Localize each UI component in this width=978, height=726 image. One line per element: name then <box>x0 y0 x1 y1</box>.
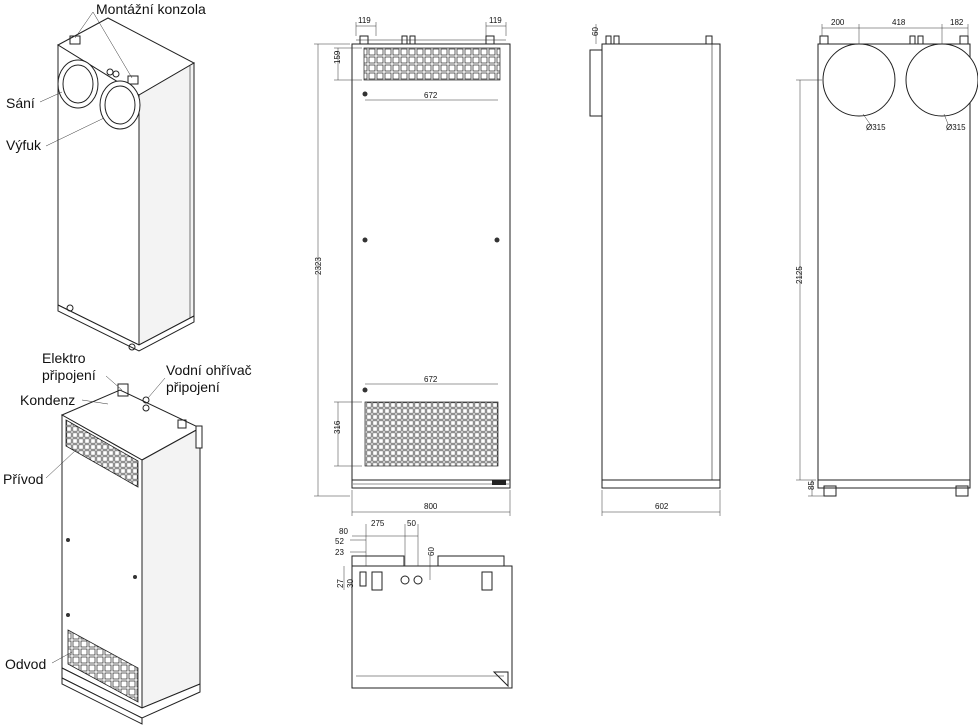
mounting-bracket-2 <box>127 75 139 85</box>
top-body <box>351 565 513 689</box>
iso1-plinth <box>57 304 195 352</box>
intake-spigot <box>57 59 99 109</box>
dim-front-height: 2323 <box>314 257 323 275</box>
front-bottom-grille <box>364 401 499 467</box>
leader-konzola-1 <box>74 11 94 39</box>
top-spigot-left <box>351 555 405 567</box>
label-odvod: Odvod <box>5 656 46 672</box>
dim-back-left: 200 <box>831 18 845 27</box>
side-spigot <box>589 49 603 117</box>
iso2-right-face <box>141 427 201 709</box>
bracket-3 <box>177 419 187 429</box>
dim-front-top-right: 119 <box>489 16 502 25</box>
label-vyfuk: Výfuk <box>6 137 42 153</box>
back-body <box>817 43 971 481</box>
top-connector-2 <box>413 575 423 585</box>
dim-top-27: 27 <box>336 579 345 588</box>
back-duct-right <box>905 43 978 117</box>
dim-top-50: 50 <box>407 519 416 528</box>
label-kondenz: Kondenz <box>20 392 75 408</box>
dim-front-top-left: 119 <box>358 16 371 25</box>
dim-front-width: 800 <box>424 502 438 511</box>
water-heater-connector-2 <box>142 404 150 412</box>
dim-back-height: 2125 <box>795 266 804 284</box>
dim-side-depth: 602 <box>655 502 669 511</box>
label-vodni-1: Vodní ohřívač <box>166 362 252 378</box>
label-vodni-2: připojení <box>166 379 220 395</box>
dim-back-diam-right: Ø315 <box>946 123 966 132</box>
leader-odvod <box>51 651 73 664</box>
leader-kondenz <box>81 399 109 405</box>
dim-front-span-bottom: 672 <box>424 375 438 384</box>
label-elektro-1: Elektro <box>42 350 86 366</box>
leader-elektro <box>105 375 123 391</box>
iso-view-top: Montážní konzola Sání Výfuk <box>6 1 206 352</box>
dim-back-right: 182 <box>950 18 964 27</box>
extract-grille <box>67 629 139 703</box>
leader-vyfuk <box>45 117 105 147</box>
mounting-bracket-1 <box>69 35 81 45</box>
leader-konzola-2 <box>92 11 133 79</box>
top-connector-1 <box>400 575 410 585</box>
label-privod: Přívod <box>3 471 43 487</box>
top-view: 80 52 23 275 50 60 27 30 <box>335 519 513 689</box>
label-montazni-konzola: Montážní konzola <box>96 1 206 17</box>
iso1-right-face <box>138 62 195 346</box>
supply-grille <box>65 419 139 488</box>
back-elevation: Ø315 Ø315 200 418 182 2125 85 <box>795 18 978 497</box>
leader-vodni <box>147 377 166 399</box>
dim-top-23: 23 <box>335 548 344 557</box>
leader-privod <box>45 449 77 479</box>
dim-front-span-top: 672 <box>424 91 438 100</box>
side-spigot <box>195 425 203 449</box>
dim-side-top: 60 <box>591 27 600 36</box>
dim-top-80: 80 <box>339 527 348 536</box>
back-plinth <box>817 479 971 489</box>
back-duct-left <box>822 43 896 117</box>
dim-top-60: 60 <box>427 547 436 556</box>
dim-top-30: 30 <box>346 579 355 588</box>
leader-sani <box>39 91 63 103</box>
dim-top-52: 52 <box>335 537 344 546</box>
iso-view-bottom: Elektro připojení Vodní ohřívač připojen… <box>3 350 252 725</box>
dim-back-mid: 418 <box>892 18 906 27</box>
label-elektro-2: připojení <box>42 367 96 383</box>
electro-connector <box>117 383 129 397</box>
top-spigot-right <box>437 555 505 567</box>
side-body <box>601 43 721 481</box>
water-heater-connector-1 <box>142 396 150 404</box>
dim-back-feet: 85 <box>807 481 816 490</box>
dim-top-275: 275 <box>371 519 385 528</box>
dim-front-grille-h: 159 <box>333 50 342 64</box>
side-plinth <box>601 479 721 489</box>
side-elevation: 60 602 <box>589 24 721 516</box>
exhaust-spigot <box>99 80 141 130</box>
dim-back-diam-left: Ø315 <box>866 123 886 132</box>
label-sani: Sání <box>6 95 35 111</box>
dim-front-bottom-grille-h: 316 <box>333 420 342 434</box>
front-elevation: 119 119 159 672 2323 672 316 800 <box>314 16 511 516</box>
front-top-grille <box>363 47 501 81</box>
